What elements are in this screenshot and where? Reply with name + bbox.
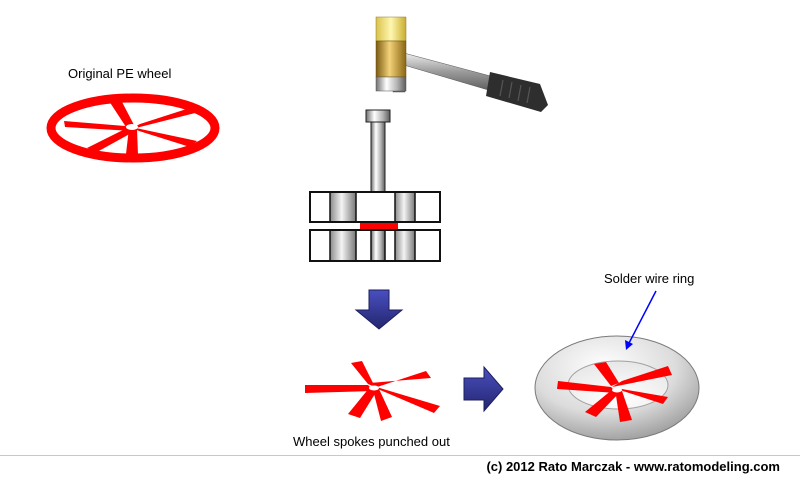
annotation-pointer (625, 290, 657, 350)
original-wheel-icon (46, 93, 220, 163)
solder-ring-label: Solder wire ring (604, 271, 695, 286)
right-arrow-icon (463, 365, 504, 413)
hammer-icon (375, 16, 548, 112)
original-wheel-label: Original PE wheel (68, 66, 172, 81)
spokes-punched-label: Wheel spokes punched out (293, 434, 450, 449)
punched-spokes-icon (305, 361, 440, 421)
down-arrow-icon (354, 289, 404, 330)
footer-divider (0, 455, 800, 456)
torus-ring-icon (534, 335, 700, 441)
copyright-text: (c) 2012 Rato Marczak - www.ratomodeling… (486, 459, 780, 474)
punch-die-icon (309, 109, 441, 262)
